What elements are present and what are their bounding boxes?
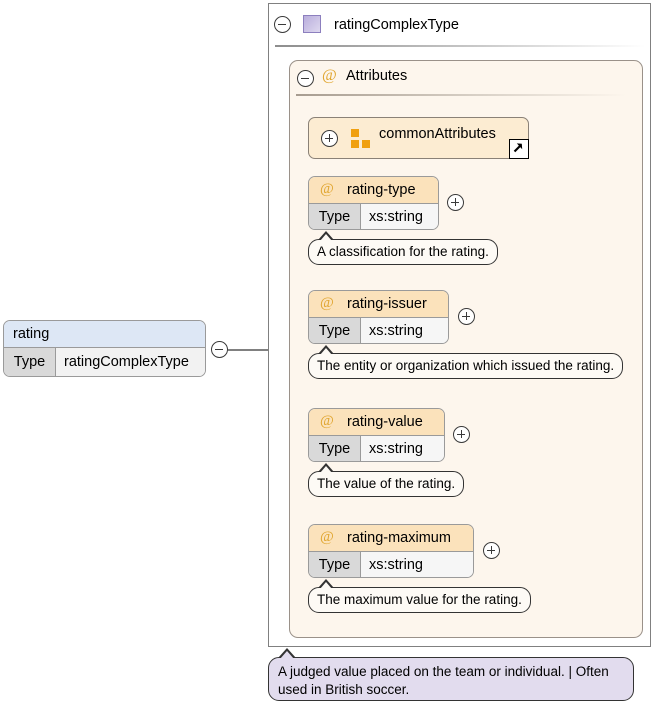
attribute-type-row: Type xs:string <box>309 436 444 461</box>
element-type-label: Type <box>4 348 56 376</box>
annotation-rating-maximum: The maximum value for the rating. <box>308 579 531 613</box>
attribute-type-row: Type xs:string <box>309 552 473 577</box>
callout-tail-fill <box>280 651 294 659</box>
attribute-header: @ rating-maximum <box>309 525 473 552</box>
attribute-box-rating-issuer[interactable]: @ rating-issuer Type xs:string <box>308 290 449 344</box>
attributes-divider <box>296 94 626 96</box>
attribute-box-rating-type[interactable]: @ rating-type Type xs:string <box>308 176 439 230</box>
documentation-text: A judged value placed on the team or ind… <box>278 664 609 697</box>
annotation-text: A classification for the rating. <box>317 244 489 259</box>
complextype-title: ratingComplexType <box>334 16 459 33</box>
attributes-header: @ Attributes <box>290 61 642 94</box>
attribute-header: @ rating-value <box>309 409 444 436</box>
at-symbol-icon: @ <box>320 529 334 545</box>
attribute-type-label: Type <box>309 436 361 461</box>
attributes-panel: @ Attributes commonAttributes <box>289 60 643 638</box>
complextype-square-icon <box>303 15 321 33</box>
attribute-name: rating-maximum <box>347 530 451 546</box>
attribute-type-label: Type <box>309 552 361 577</box>
collapse-toggle-element[interactable] <box>211 341 228 358</box>
attribute-type-value: xs:string <box>361 552 473 577</box>
attribute-name: rating-issuer <box>347 296 427 312</box>
element-box-rating[interactable]: rating Type ratingComplexType <box>3 320 206 377</box>
external-link-arrow-icon[interactable] <box>509 139 529 159</box>
at-symbol-icon: @ <box>322 67 337 84</box>
group-reference-commonattributes[interactable]: commonAttributes <box>308 117 529 159</box>
at-symbol-icon: @ <box>320 413 334 429</box>
annotation-text: The entity or organization which issued … <box>317 358 615 373</box>
expand-toggle-rating-issuer[interactable] <box>458 308 475 325</box>
callout-tail-fill <box>320 348 332 355</box>
callout-tail-fill <box>320 234 332 241</box>
annotation-text: The value of the rating. <box>317 476 456 491</box>
annotation-rating-value: The value of the rating. <box>308 463 465 497</box>
attribute-type-label: Type <box>309 318 361 343</box>
collapse-toggle-complextype[interactable] <box>274 16 291 33</box>
annotation-rating-issuer: The entity or organization which issued … <box>308 345 624 379</box>
expand-toggle-commonattributes[interactable] <box>321 130 338 147</box>
attribute-type-row: Type xs:string <box>309 318 448 343</box>
attribute-type-value: xs:string <box>361 436 444 461</box>
group-reference-label: commonAttributes <box>379 126 496 142</box>
attribute-type-value: xs:string <box>361 204 438 229</box>
at-symbol-icon: @ <box>320 295 334 311</box>
annotation-text: The maximum value for the rating. <box>317 592 522 607</box>
complextype-container: ratingComplexType @ Attributes <box>268 3 651 647</box>
expand-toggle-rating-value[interactable] <box>453 426 470 443</box>
complextype-header: ratingComplexType <box>269 4 650 45</box>
attribute-header: @ rating-type <box>309 177 438 204</box>
element-type-value: ratingComplexType <box>56 348 205 376</box>
collapse-toggle-attributes[interactable] <box>297 70 314 87</box>
documentation-callout: A judged value placed on the team or ind… <box>268 648 634 701</box>
expand-toggle-rating-maximum[interactable] <box>483 542 500 559</box>
attribute-header: @ rating-issuer <box>309 291 448 318</box>
connector-line <box>228 348 270 351</box>
attribute-type-value: xs:string <box>361 318 448 343</box>
attribute-type-label: Type <box>309 204 361 229</box>
callout-tail-fill <box>320 582 332 589</box>
attribute-type-row: Type xs:string <box>309 204 438 229</box>
attribute-name: rating-value <box>347 414 423 430</box>
at-symbol-icon: @ <box>320 181 334 197</box>
attributes-title: Attributes <box>346 68 408 84</box>
header-divider <box>275 45 645 47</box>
annotation-rating-type: A classification for the rating. <box>308 231 498 265</box>
attribute-box-rating-maximum[interactable]: @ rating-maximum Type xs:string <box>308 524 474 578</box>
element-name: rating <box>4 321 205 348</box>
element-type-row: Type ratingComplexType <box>4 348 205 376</box>
attribute-box-rating-value[interactable]: @ rating-value Type xs:string <box>308 408 445 462</box>
attribute-name: rating-type <box>347 182 416 198</box>
expand-toggle-rating-type[interactable] <box>447 194 464 211</box>
callout-tail-fill <box>320 466 332 473</box>
